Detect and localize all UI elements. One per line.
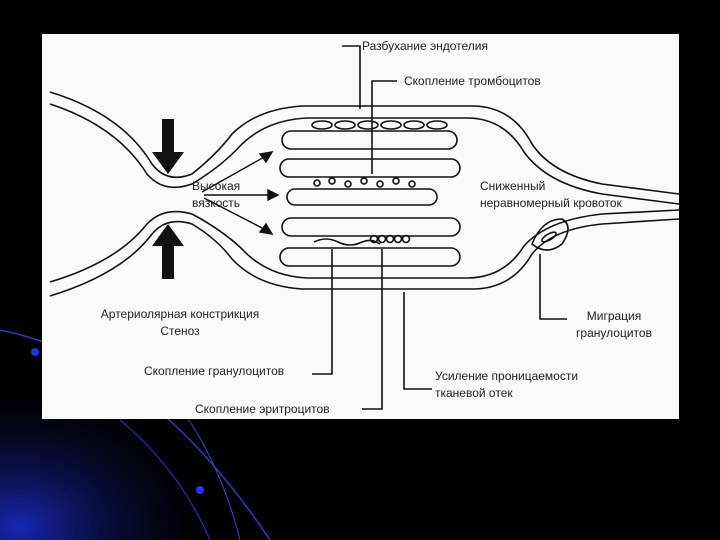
diagram-panel: Разбухание эндотелия Скопление тромбоцит… (42, 34, 679, 419)
label-arteriolar-constriction-line1: Артериолярная констрикция (100, 307, 260, 321)
erythrocyte (281, 130, 458, 150)
label-reduced-flow-line1: Сниженный (480, 179, 546, 193)
vessel-outer-wall-top (49, 91, 679, 195)
label-high-viscosity-line2: вязкость (192, 196, 241, 210)
erythrocyte (286, 188, 438, 206)
erythrocyte (281, 217, 461, 237)
platelet (334, 120, 356, 130)
aggregated-cell (344, 180, 352, 188)
microcirculation-diagram (49, 45, 679, 410)
arrow-head-icon (267, 188, 280, 202)
aggregated-cell (408, 180, 416, 188)
erythrocyte (279, 247, 461, 267)
label-reduced-flow-line2: неравномерный кровоток (480, 196, 622, 210)
label-arteriolar-constriction-line2: Стеноз (160, 324, 200, 338)
label-granulocyte-migration-line2: гранулоцитов (576, 326, 652, 340)
leader-line (539, 254, 567, 320)
leader-line (403, 292, 432, 390)
aggregated-cell (313, 179, 321, 187)
bullet-dot (31, 348, 39, 356)
leader-line (371, 80, 397, 174)
vessel-inner-wall-top (49, 103, 679, 205)
granulocyte (369, 234, 379, 244)
platelet (311, 120, 333, 130)
bullet-dot (196, 486, 204, 494)
arrow-head-icon (258, 151, 274, 164)
viscosity-arrow (203, 197, 267, 231)
migrating-granulocyte (531, 218, 569, 251)
vessel-outer-wall-bottom (49, 218, 679, 297)
label-platelet-aggregation: Скопление тромбоцитов (404, 74, 541, 88)
aggregated-cell (360, 177, 368, 185)
label-granulocyte-aggregation: Скопление гранулоцитов (144, 364, 285, 378)
aggregated-cell (376, 180, 384, 188)
granulocyte (401, 234, 411, 244)
leader-line (342, 45, 361, 109)
viscosity-arrow (201, 155, 267, 193)
arrow-down-icon (152, 119, 184, 174)
label-permeability-line2: тканевой отек (435, 386, 513, 400)
leader-line (362, 249, 383, 410)
aggregated-cell (392, 177, 400, 185)
arrow-head-icon (258, 222, 274, 235)
leader-line (312, 249, 333, 375)
aggregated-cell (328, 177, 336, 185)
vessel-inner-wall-bottom (49, 209, 679, 283)
label-erythrocyte-aggregation: Скопление эритроцитов (195, 402, 330, 416)
granulocyte (385, 234, 395, 244)
granulocyte-nucleus (541, 231, 557, 243)
arrow-up-icon (152, 224, 184, 279)
platelet (403, 120, 425, 130)
label-high-viscosity-line1: Высокая (192, 179, 241, 193)
granulocyte (377, 234, 387, 244)
decorative-arc (119, 419, 211, 540)
label-permeability-line1: Усиление проницаемости (435, 369, 579, 383)
platelet (357, 120, 379, 130)
platelet (426, 120, 448, 130)
erythrocyte (279, 158, 461, 178)
label-endothelium-swelling: Разбухание эндотелия (362, 39, 488, 53)
granulocyte (393, 234, 403, 244)
label-granulocyte-migration-line1: Миграция (586, 309, 642, 323)
platelet (380, 120, 402, 130)
